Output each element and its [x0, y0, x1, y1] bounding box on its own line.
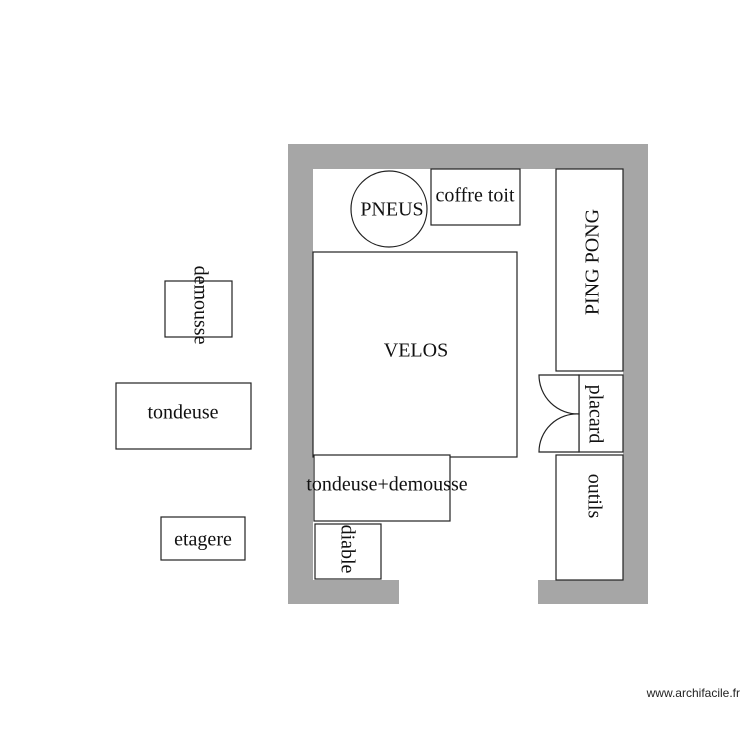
placard-double-door[interactable]	[538, 374, 580, 453]
wall-left	[288, 144, 313, 604]
demousse-box	[164, 280, 233, 338]
tondeuse-label: tondeuse	[147, 402, 218, 424]
velos-box	[312, 251, 518, 458]
pneus-item[interactable]: PNEUS	[350, 170, 428, 248]
pneus-circle	[350, 170, 428, 248]
etagere-label: etagere	[174, 529, 232, 551]
coffre-toit-label: coffre toit	[435, 185, 514, 207]
tondeuse-demousse-box	[313, 454, 451, 522]
demousse-item[interactable]: demousse	[164, 266, 233, 345]
wall-top	[288, 144, 648, 169]
diable-item[interactable]: diable	[314, 523, 382, 580]
coffre-toit-item[interactable]: coffre toit	[430, 168, 521, 226]
placard-item[interactable]: placard	[538, 374, 624, 453]
placard-label: placard	[584, 385, 606, 444]
ping-pong-box	[555, 168, 624, 372]
ping-pong-label: PING PONG	[582, 209, 604, 315]
velos-item[interactable]: VELOS	[312, 251, 518, 458]
tondeuse-demousse-item[interactable]: tondeuse+demousse	[306, 454, 468, 522]
etagere-box	[160, 516, 246, 561]
etagere-item[interactable]: etagere	[160, 516, 246, 561]
wall-right	[623, 144, 648, 604]
tondeuse-item[interactable]: tondeuse	[115, 382, 252, 450]
outils-label: outils	[583, 474, 605, 519]
wall-bottom-right	[538, 580, 648, 604]
room-walls	[288, 144, 648, 604]
pneus-label: PNEUS	[360, 199, 423, 221]
tondeuse-box	[115, 382, 252, 450]
coffre-toit-box	[430, 168, 521, 226]
demousse-label: demousse	[189, 266, 211, 345]
wall-bottom-left	[288, 580, 399, 604]
diable-label: diable	[336, 525, 358, 574]
ping-pong-item[interactable]: PING PONG	[555, 168, 624, 372]
velos-label: VELOS	[384, 340, 448, 362]
outils-item[interactable]: outils	[555, 454, 624, 581]
placard-box	[578, 374, 624, 453]
door-leaf-bottom	[538, 413, 580, 453]
tondeuse-demousse-label: tondeuse+demousse	[306, 474, 467, 496]
door-leaf-top	[538, 374, 580, 415]
diable-box	[314, 523, 382, 580]
outils-box	[555, 454, 624, 581]
watermark-text: www.archifacile.fr	[646, 686, 740, 700]
